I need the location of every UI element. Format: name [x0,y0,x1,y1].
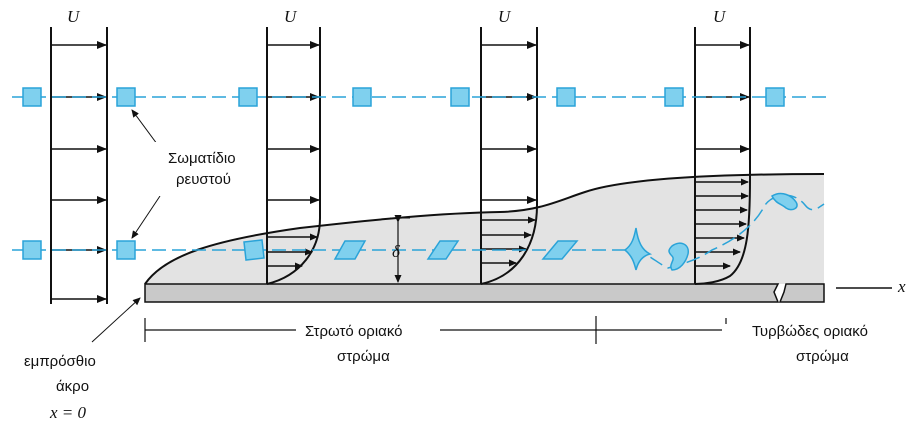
lower-streamline [12,194,825,269]
freestream-label-1: U [67,7,81,26]
leading-edge-label-line2: άκρο [56,378,89,395]
particle-label-line2: ρευστού [176,171,231,188]
boundary-layer-edge [144,173,825,285]
freestream-label-3: U [498,7,512,26]
flat-plate [144,283,825,303]
leading-edge-x-zero: x = 0 [49,403,87,422]
particle-leader-lower [131,195,161,239]
leading-edge-label-line1: εμπρόσθιο [24,353,96,370]
particle-leader-upper [131,109,161,149]
fluid-particles-lower [22,192,798,271]
leading-edge-leader [91,297,141,343]
turbulent-label-line1: Τυρβώδες οριακό [752,323,868,340]
turbulent-extent-line [596,318,727,331]
laminar-label-line1: Στρωτό οριακό [305,323,403,340]
laminar-label-line2: στρώμα [337,348,390,365]
particle-label-line1: Σωματίδιο [168,150,236,167]
x-axis-label: x [897,277,906,296]
freestream-label-4: U [713,7,727,26]
fluid-particles-upper [22,87,785,107]
particle-label-backdrop [140,142,258,196]
velocity-profile-uniform [50,27,108,304]
turbulent-label-line2: στρώμα [796,348,849,365]
boundary-layer-region [145,174,824,284]
freestream-label-2: U [284,7,298,26]
velocity-profile-laminar-1 [266,27,321,285]
delta-label: δ [392,242,401,261]
delta-indicator [390,215,410,285]
velocity-profile-laminar-2 [480,27,538,285]
